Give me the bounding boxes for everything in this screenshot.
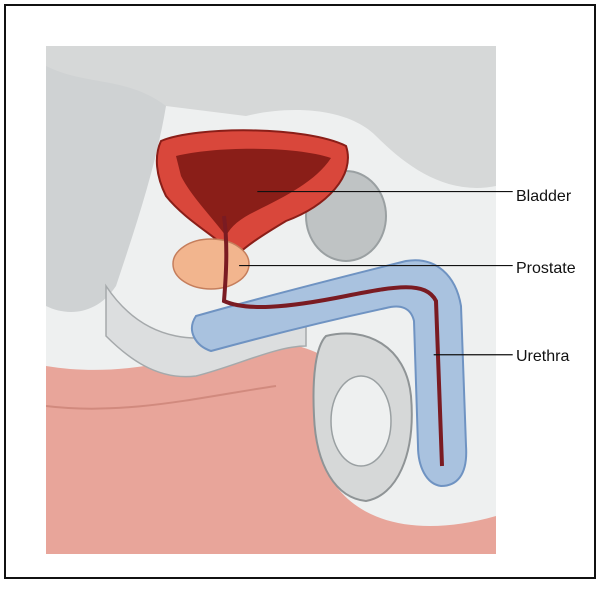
urethra-label: Urethra: [516, 349, 569, 365]
prostate: [173, 239, 249, 289]
anatomy-illustration: [46, 46, 496, 554]
bladder-label: Bladder: [516, 189, 571, 205]
diagram-frame: Bladder Prostate Urethra: [4, 4, 596, 579]
testis: [331, 376, 391, 466]
prostate-label: Prostate: [516, 261, 576, 277]
